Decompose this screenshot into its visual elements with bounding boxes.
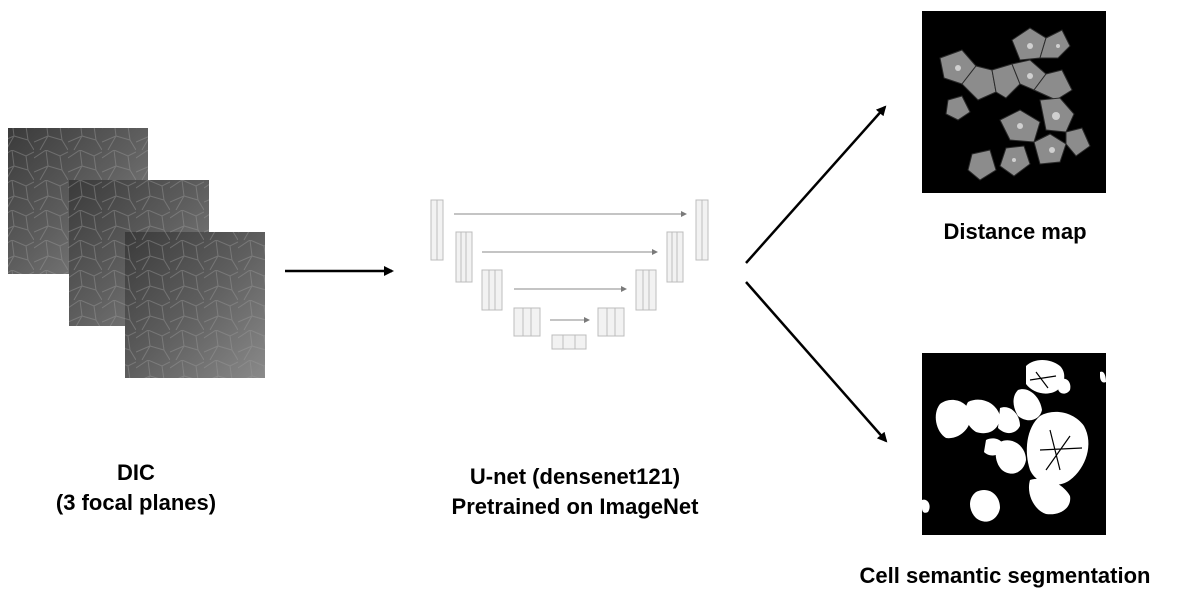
unet-decoder-block-3 <box>635 269 657 311</box>
dic-label-line2: (3 focal planes) <box>55 490 217 515</box>
dic-image-stack <box>8 128 265 378</box>
arrow-to-segmentation <box>745 281 888 443</box>
unet-label-line1: U-net (densenet121) <box>469 464 681 489</box>
unet-label-line2: Pretrained on ImageNet <box>451 494 699 519</box>
dic-label-line1: DIC <box>117 460 155 485</box>
unet-encoder-block-1 <box>430 199 444 261</box>
unet-encoder-block-3 <box>481 269 503 311</box>
segmentation-image <box>922 353 1106 535</box>
unet-decoder-block-1 <box>695 199 709 261</box>
dic-input-label: DIC (3 focal planes) <box>0 458 272 518</box>
unet-decoder-block-2 <box>666 231 684 283</box>
arrow-to-distance-map <box>745 105 887 264</box>
unet-encoder-block-4 <box>513 307 541 337</box>
unet-schematic <box>430 199 709 350</box>
segmentation-label: Cell semantic segmentation <box>859 563 1151 588</box>
unet-encoder-block-2 <box>455 231 473 283</box>
unet-bottleneck-block <box>551 334 587 350</box>
distance-map-image <box>922 11 1106 193</box>
distance-map-label: Distance map <box>943 219 1087 244</box>
dic-focal-plane-3 <box>125 232 265 378</box>
unet-decoder-block-4 <box>597 307 625 337</box>
unet-model-label: U-net (densenet121) Pretrained on ImageN… <box>400 462 750 522</box>
